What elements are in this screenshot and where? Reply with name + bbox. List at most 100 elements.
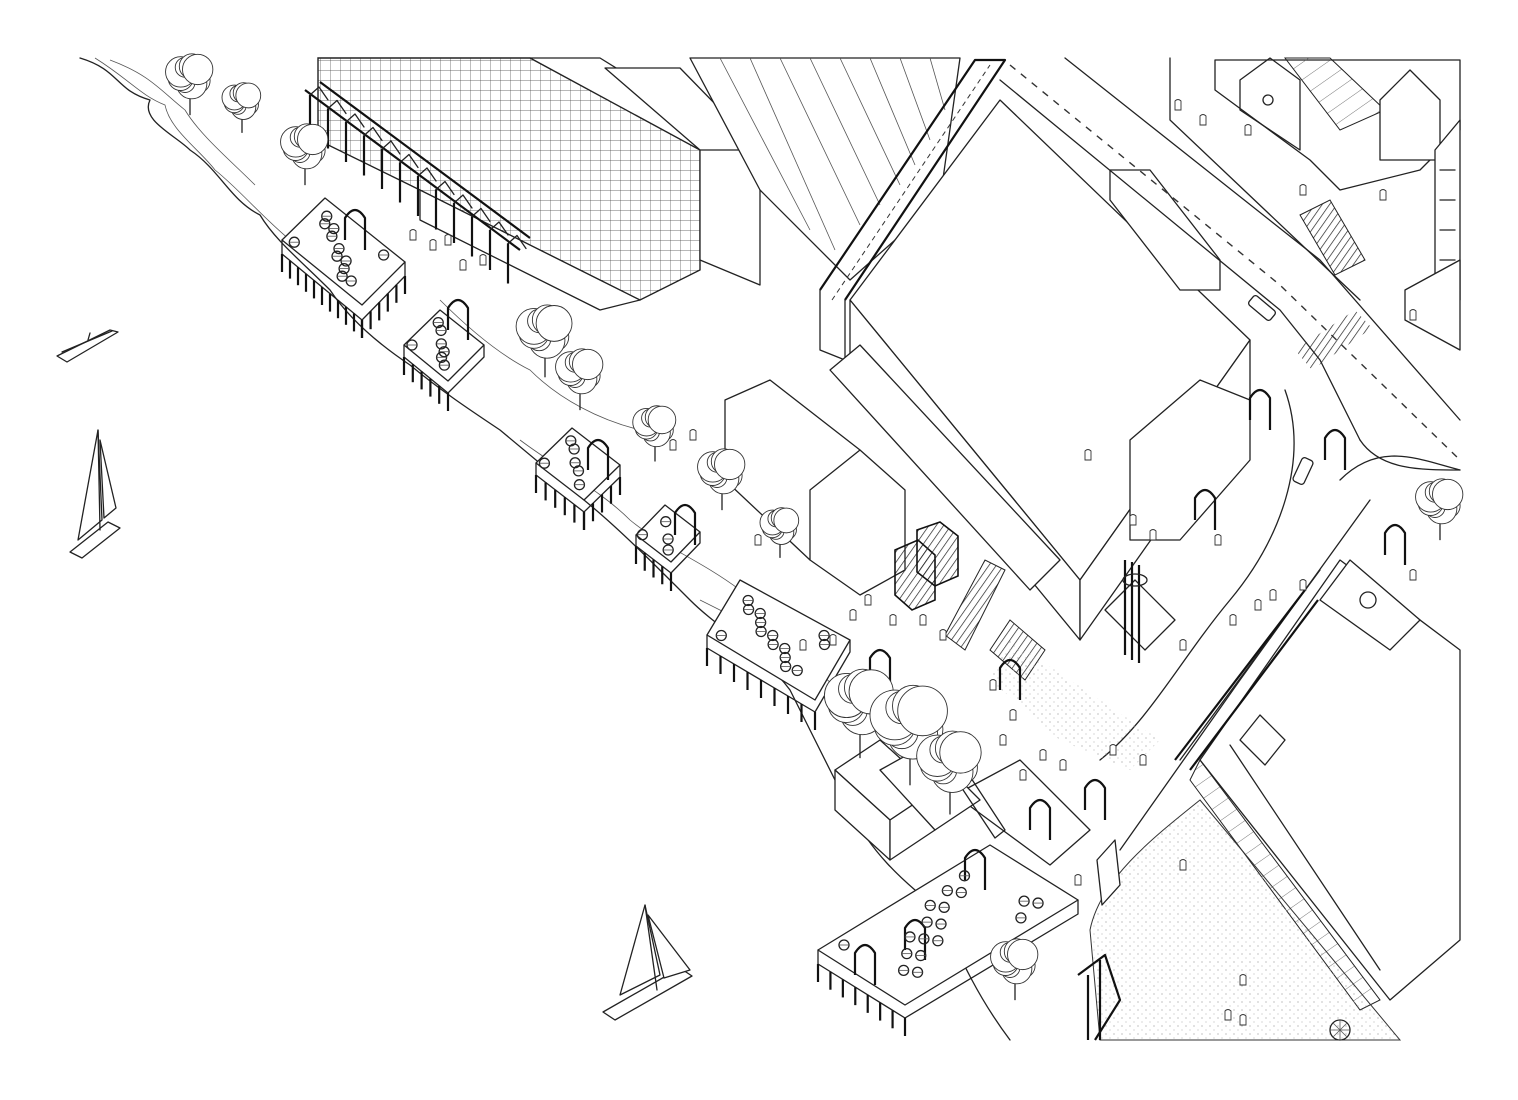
crosswalk <box>1295 310 1372 370</box>
tree-canopy <box>714 448 746 481</box>
person <box>1239 1014 1247 1026</box>
person <box>1199 114 1207 126</box>
rowboat <box>56 329 119 363</box>
tree <box>221 82 262 134</box>
car-lower <box>1292 457 1314 485</box>
tree <box>869 684 948 786</box>
canopy-structure <box>1104 560 1176 663</box>
terrace-6 <box>817 844 1079 1019</box>
person <box>409 229 417 241</box>
arch-gateways <box>343 208 1407 985</box>
person <box>1299 579 1307 591</box>
person <box>1129 514 1137 526</box>
tree <box>759 507 800 559</box>
colonnade-truss <box>453 194 473 209</box>
person <box>1409 569 1417 581</box>
person <box>849 609 857 621</box>
tree-canopy <box>773 507 800 534</box>
terrace-stilts <box>280 254 907 1036</box>
tree <box>990 938 1039 1001</box>
person <box>999 734 1007 746</box>
person <box>989 679 997 691</box>
colonnade-truss <box>417 167 437 182</box>
tree-canopy <box>297 123 329 156</box>
person <box>864 594 872 606</box>
wheel-symbol <box>1329 1019 1351 1041</box>
person <box>1409 309 1417 321</box>
person <box>1059 759 1067 771</box>
kiosk-boxes <box>724 379 959 611</box>
tree <box>1415 478 1464 541</box>
person <box>689 429 697 441</box>
arch <box>853 943 877 985</box>
tree <box>632 405 677 462</box>
arch <box>343 208 367 250</box>
person <box>444 234 452 246</box>
person <box>1214 534 1222 546</box>
person <box>1254 599 1262 611</box>
person <box>1019 769 1027 781</box>
colonnade-upper <box>304 81 531 284</box>
colonnade-truss <box>435 180 455 196</box>
signboard <box>1096 839 1121 906</box>
person <box>1139 754 1147 766</box>
arch <box>1248 388 1272 430</box>
person <box>1149 529 1157 541</box>
tree-canopy <box>572 348 604 381</box>
arch <box>1383 523 1407 565</box>
person <box>1244 124 1252 136</box>
pavilion-mid <box>834 739 981 861</box>
arch <box>586 438 610 480</box>
sailboat-lower <box>602 904 693 1021</box>
person <box>1084 449 1092 461</box>
colonnade-truss <box>345 113 365 128</box>
tree-canopy <box>535 305 573 342</box>
person <box>1179 639 1187 651</box>
tree <box>515 304 573 378</box>
arch <box>998 658 1022 700</box>
arch <box>673 503 697 545</box>
person <box>1109 744 1117 756</box>
colonnade-truss <box>309 86 329 101</box>
person <box>1174 99 1182 111</box>
tree <box>280 123 329 186</box>
colonnade-truss <box>507 234 527 250</box>
person <box>889 614 897 626</box>
colonnade-truss <box>399 153 419 169</box>
person <box>1269 589 1277 601</box>
arch <box>868 648 892 690</box>
colonnade-truss <box>363 126 383 142</box>
tower-right-edge <box>1404 119 1461 351</box>
person <box>429 239 437 251</box>
person <box>939 629 947 641</box>
person <box>1299 184 1307 196</box>
plaza-hatched <box>990 640 1402 1041</box>
car-upper <box>1247 294 1277 322</box>
colonnade-truss <box>471 207 491 223</box>
tree-canopy <box>647 405 677 435</box>
sailboat-upper <box>69 429 121 559</box>
colonnade-truss <box>489 221 509 236</box>
pergola-lower <box>1077 953 1122 1041</box>
tree <box>697 448 746 511</box>
person <box>1074 874 1082 886</box>
colonnade-truss <box>327 99 347 115</box>
person <box>799 639 807 651</box>
people <box>409 99 1417 1026</box>
church-building <box>1169 57 1461 301</box>
colonnade-truss <box>381 140 401 155</box>
person <box>669 439 677 451</box>
arch <box>903 918 927 960</box>
arch <box>1028 798 1052 840</box>
person <box>1379 189 1387 201</box>
person <box>754 534 762 546</box>
arch <box>446 298 470 340</box>
terrace-umbrellas <box>288 210 1044 978</box>
terrace-7 <box>954 759 1091 866</box>
arch <box>963 848 987 890</box>
tree <box>165 53 214 116</box>
person <box>1224 1009 1232 1021</box>
road <box>999 57 1461 851</box>
person <box>1039 749 1047 761</box>
